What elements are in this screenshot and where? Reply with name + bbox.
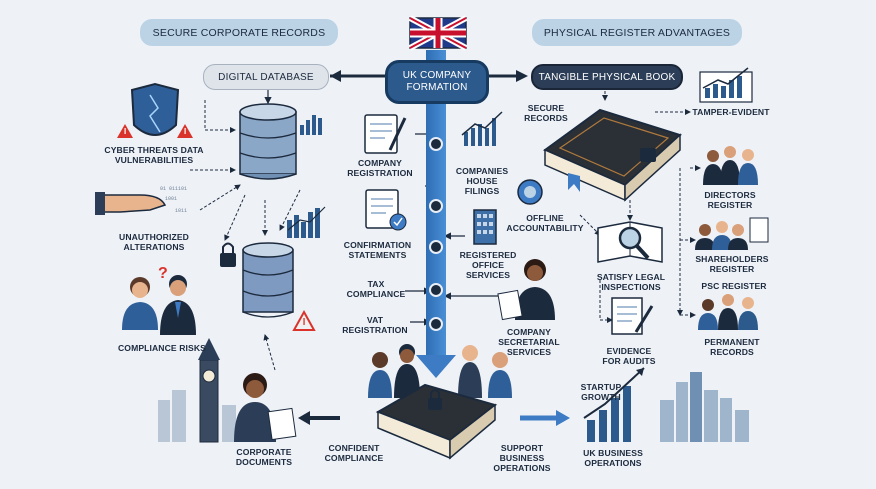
database-icon-secondary (242, 242, 294, 318)
skyline-left (158, 390, 236, 442)
central-book-icon (375, 383, 498, 460)
hand-icon (95, 192, 167, 215)
label-permanent-records: Permanent Records (704, 337, 760, 357)
document-icons (364, 114, 407, 231)
label-corporate-documents: Corporate Documents (235, 447, 293, 467)
central-people-group (368, 344, 512, 398)
label-secure-records: Secure Records (524, 103, 568, 123)
padlock-icon (220, 242, 236, 267)
office-building-icon (473, 209, 497, 245)
big-ben-icon (198, 338, 220, 443)
step-vat-registration: VAT Registration (342, 315, 408, 335)
database-icon (239, 103, 297, 180)
growth-chart-icon (699, 67, 753, 103)
svg-text:?: ? (158, 265, 168, 282)
label-support-business-operations: Support Business Operations (493, 443, 551, 473)
startup-growth-chart (587, 386, 631, 442)
step-companies-house-filings: Companies House Filings (455, 166, 509, 196)
directors-group-icon (703, 146, 758, 185)
step-registered-office-services: Registered Office Services (459, 250, 517, 280)
node-digital-database: Digital Database (203, 64, 329, 90)
node-tangible-physical-book: Tangible Physical Book (531, 64, 683, 90)
label-offline-accountability: Offline Accountability (506, 213, 584, 233)
label-psc-register: PSC Register (701, 281, 767, 291)
shareholders-group-icon (695, 217, 769, 250)
svg-text:01 011101: 01 011101 (160, 186, 187, 192)
audit-document-icon (611, 297, 654, 335)
svg-text:1001: 1001 (165, 196, 177, 202)
people-illustration-left (122, 275, 196, 335)
step-company-registration: Company Registration (347, 158, 413, 178)
header-secure-corporate-records: Secure Corporate Records (140, 19, 338, 46)
uk-flag-icon (408, 15, 468, 51)
skyline-right (660, 372, 749, 442)
permanent-records-group-icon (698, 294, 758, 330)
warning-icon (117, 124, 316, 331)
label-startup-growth: Startup Growth (580, 382, 622, 402)
header-physical-register-advantages: Physical Register Advantages (532, 19, 742, 46)
broken-shield-icon (130, 82, 180, 136)
label-cyber-threats: Cyber Threats Data Vulnerabilities (104, 145, 204, 165)
label-uk-business-operations: UK Business Operations (583, 448, 643, 468)
svg-text:1011: 1011 (175, 208, 187, 214)
node-uk-company-formation: UK Company Formation (385, 60, 489, 104)
inspection-icon (597, 221, 663, 263)
label-unauthorized-alterations: Unauthorized Alterations (119, 232, 189, 252)
seal-icon (517, 179, 543, 205)
label-tamper-evident: Tamper-Evident (692, 107, 770, 117)
label-directors-register: Directors Register (704, 190, 756, 210)
label-evidence-for-audits: Evidence For Audits (602, 346, 656, 366)
label-compliance-risks: Compliance Risks (117, 343, 207, 353)
register-book-icon (543, 108, 682, 202)
companies-house-chart-icon (461, 111, 503, 146)
label-satisfy-legal-inspections: Satisfy Legal Inspections (596, 272, 666, 292)
label-confident-compliance: Confident Compliance (324, 443, 384, 463)
step-tax-compliance: Tax Compliance (346, 279, 406, 299)
corporate-documents-person (234, 373, 297, 442)
step-confirmation-statements: Confirmation Statements (343, 240, 412, 260)
step-company-secretarial-services: Company Secretarial Services (498, 327, 560, 357)
label-shareholders-register: Shareholders Register (695, 254, 769, 274)
secretary-illustration (497, 259, 555, 321)
